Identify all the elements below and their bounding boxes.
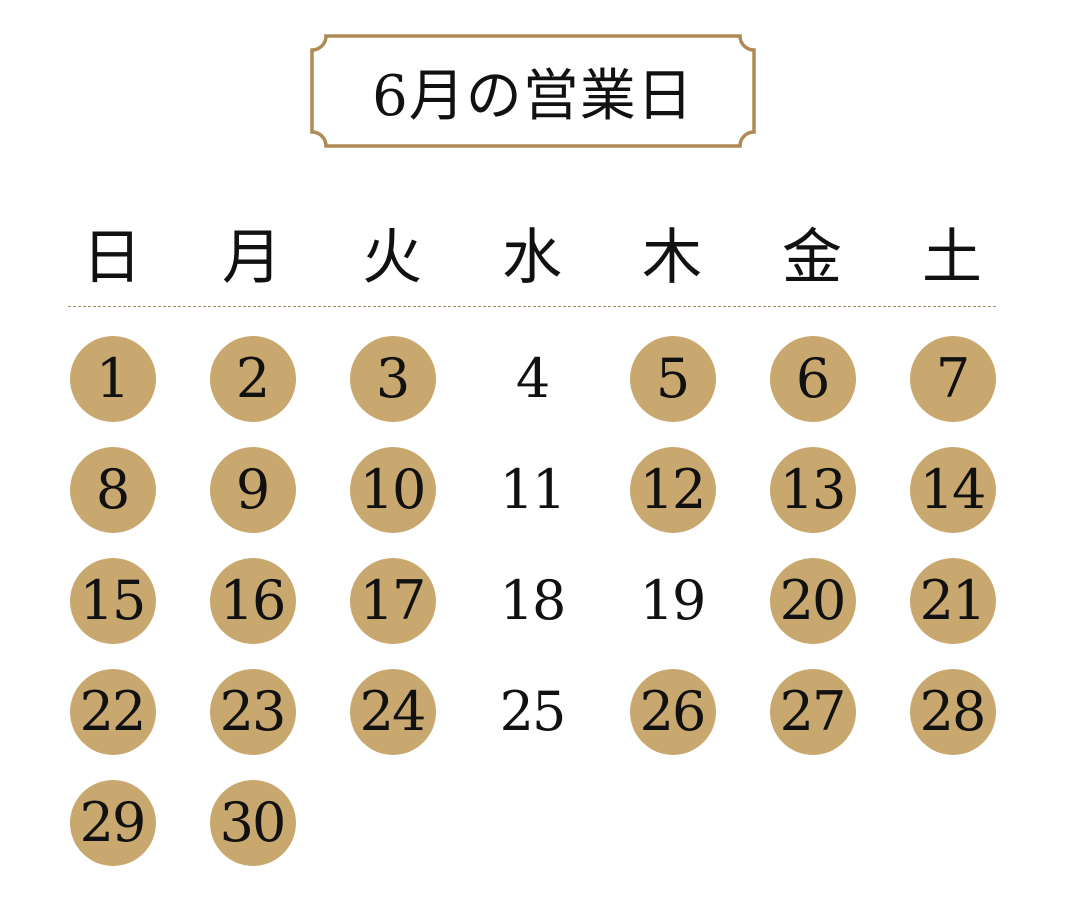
calendar-day-open: 3 bbox=[322, 323, 462, 434]
calendar-day-open: 16 bbox=[182, 545, 322, 656]
day-number: 23 bbox=[219, 680, 287, 743]
page-title: 6月の営業日 bbox=[372, 63, 694, 129]
day-number: 30 bbox=[219, 791, 287, 854]
open-day-marker bbox=[210, 558, 296, 644]
weekday-thursday: 木 bbox=[642, 222, 702, 293]
open-day-marker bbox=[350, 669, 436, 755]
day-number: 18 bbox=[499, 569, 567, 632]
calendar-day-open: 26 bbox=[602, 656, 742, 767]
ornamental-frame bbox=[310, 34, 756, 148]
open-day-marker bbox=[770, 669, 856, 755]
day-number: 13 bbox=[779, 458, 847, 521]
day-number: 25 bbox=[499, 680, 567, 743]
open-day-marker bbox=[350, 558, 436, 644]
open-day-marker bbox=[70, 780, 156, 866]
day-number: 7 bbox=[935, 347, 970, 410]
day-number: 14 bbox=[919, 458, 987, 521]
open-day-marker bbox=[70, 669, 156, 755]
open-day-marker bbox=[770, 447, 856, 533]
calendar-day-closed: 25 bbox=[462, 656, 602, 767]
open-day-marker bbox=[630, 336, 716, 422]
calendar-day-open: 15 bbox=[42, 545, 182, 656]
weekday-header: 日 月 火 水 木 金 土 bbox=[42, 212, 1022, 293]
day-number: 8 bbox=[95, 458, 130, 521]
day-number: 3 bbox=[375, 347, 410, 410]
calendar-day-open: 8 bbox=[42, 434, 182, 545]
open-day-marker bbox=[910, 336, 996, 422]
day-number: 29 bbox=[79, 791, 147, 854]
calendar-day-open: 10 bbox=[322, 434, 462, 545]
calendar-day-open: 7 bbox=[882, 323, 1022, 434]
day-number: 17 bbox=[359, 569, 427, 632]
open-day-marker bbox=[70, 558, 156, 644]
open-day-marker bbox=[910, 447, 996, 533]
calendar-day-open: 28 bbox=[882, 656, 1022, 767]
open-day-marker bbox=[910, 669, 996, 755]
open-day-marker bbox=[350, 447, 436, 533]
day-number: 28 bbox=[919, 680, 987, 743]
weekday-saturday: 土 bbox=[922, 222, 982, 293]
open-day-marker bbox=[630, 669, 716, 755]
weekday-tuesday: 火 bbox=[362, 222, 422, 293]
calendar-day-open: 6 bbox=[742, 323, 882, 434]
weekday-monday: 月 bbox=[222, 222, 282, 293]
day-number: 1 bbox=[95, 347, 130, 410]
calendar-day-open: 29 bbox=[42, 767, 182, 878]
open-day-marker bbox=[70, 336, 156, 422]
title-frame: 6月の営業日 bbox=[308, 32, 758, 150]
day-number: 24 bbox=[359, 680, 427, 743]
weekday-wednesday: 水 bbox=[502, 222, 562, 293]
calendar-day-closed: 19 bbox=[602, 545, 742, 656]
calendar-day-open: 9 bbox=[182, 434, 322, 545]
day-number: 4 bbox=[515, 347, 550, 410]
day-number: 20 bbox=[779, 569, 847, 632]
calendar-day-closed: 18 bbox=[462, 545, 602, 656]
calendar-day-open: 13 bbox=[742, 434, 882, 545]
day-number: 15 bbox=[79, 569, 147, 632]
calendar-day-open: 21 bbox=[882, 545, 1022, 656]
day-number: 22 bbox=[79, 680, 147, 743]
weekday-sunday: 日 bbox=[82, 222, 142, 293]
frame-border bbox=[310, 34, 756, 148]
day-number: 19 bbox=[639, 569, 707, 632]
calendar-day-open: 5 bbox=[602, 323, 742, 434]
header-divider bbox=[68, 306, 996, 307]
open-day-marker bbox=[210, 336, 296, 422]
calendar-day-open: 1 bbox=[42, 323, 182, 434]
calendar-day-open: 30 bbox=[182, 767, 322, 878]
calendar-day-closed: 11 bbox=[462, 434, 602, 545]
open-day-marker bbox=[210, 669, 296, 755]
day-number: 9 bbox=[235, 458, 270, 521]
day-number: 26 bbox=[639, 680, 707, 743]
day-number: 10 bbox=[359, 458, 427, 521]
open-day-marker bbox=[210, 447, 296, 533]
open-day-marker bbox=[770, 558, 856, 644]
day-number: 21 bbox=[919, 569, 987, 632]
day-number: 5 bbox=[655, 347, 690, 410]
day-number: 16 bbox=[219, 569, 287, 632]
calendar-day-open: 24 bbox=[322, 656, 462, 767]
day-number: 6 bbox=[795, 347, 830, 410]
calendar-day-open: 2 bbox=[182, 323, 322, 434]
day-number: 11 bbox=[499, 458, 567, 521]
calendar-day-open: 12 bbox=[602, 434, 742, 545]
calendar-day-open: 17 bbox=[322, 545, 462, 656]
calendar-day-open: 22 bbox=[42, 656, 182, 767]
calendar-day-open: 20 bbox=[742, 545, 882, 656]
calendar-day-open: 23 bbox=[182, 656, 322, 767]
day-number: 12 bbox=[639, 458, 707, 521]
open-day-marker bbox=[630, 447, 716, 533]
open-day-marker bbox=[770, 336, 856, 422]
open-day-marker bbox=[910, 558, 996, 644]
calendar-day-open: 14 bbox=[882, 434, 1022, 545]
calendar-day-open: 27 bbox=[742, 656, 882, 767]
open-day-marker bbox=[350, 336, 436, 422]
calendar-day-closed: 4 bbox=[462, 323, 602, 434]
day-number: 27 bbox=[779, 680, 847, 743]
open-day-marker bbox=[210, 780, 296, 866]
open-day-marker bbox=[70, 447, 156, 533]
day-number: 2 bbox=[235, 347, 270, 410]
weekday-friday: 金 bbox=[782, 222, 842, 293]
